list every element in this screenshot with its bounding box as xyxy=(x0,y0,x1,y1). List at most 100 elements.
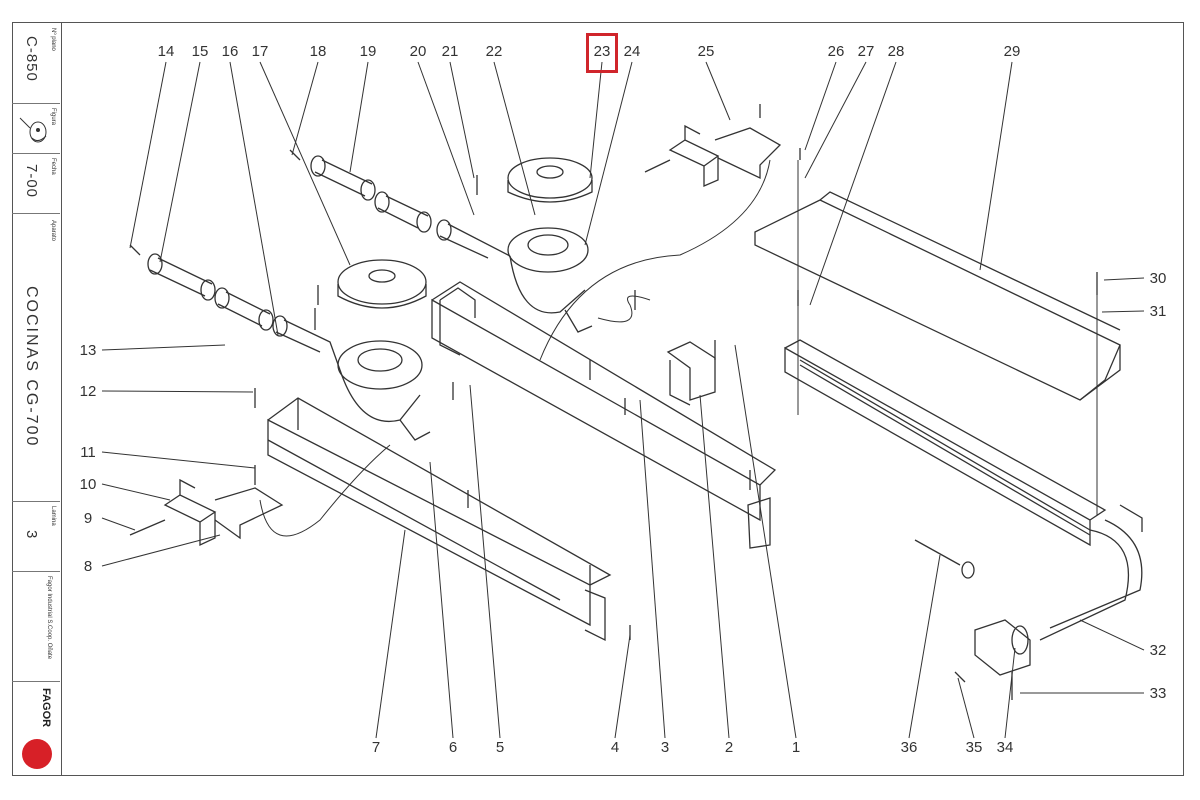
right-burner-rail xyxy=(431,281,777,522)
leader-11 xyxy=(101,451,256,469)
leader-lines xyxy=(101,61,1145,739)
leader-36 xyxy=(908,554,941,739)
callout-29: 29 xyxy=(1004,43,1021,60)
burner-sketch-icon xyxy=(19,117,47,143)
callout-6: 6 xyxy=(449,739,457,756)
callout-24: 24 xyxy=(624,43,641,60)
callout-10: 10 xyxy=(80,476,97,493)
leader-7 xyxy=(375,529,406,739)
leader-20 xyxy=(417,61,475,216)
side-panel xyxy=(754,191,1121,401)
left-gas-valve xyxy=(163,478,217,547)
callout-9: 9 xyxy=(84,510,92,527)
callout-21: 21 xyxy=(442,43,459,60)
callout-16: 16 xyxy=(222,43,239,60)
date-cell: Fecha 7-00 xyxy=(12,154,60,214)
figure-cell: Figura xyxy=(12,104,60,154)
callout-12: 12 xyxy=(80,383,97,400)
leader-2 xyxy=(699,394,730,739)
callout-13: 13 xyxy=(80,342,97,359)
product-cell: Aparato COCINAS CG-700 xyxy=(12,214,60,502)
leader-14 xyxy=(129,61,167,249)
front-burner-body xyxy=(337,340,423,390)
callout-28: 28 xyxy=(888,43,905,60)
callout-35: 35 xyxy=(966,739,983,756)
leader-28 xyxy=(809,61,897,306)
leader-18 xyxy=(291,61,319,156)
leader-22 xyxy=(493,61,536,216)
callout-25: 25 xyxy=(698,43,715,60)
leader-27 xyxy=(804,61,867,179)
leader-35 xyxy=(957,677,975,739)
leader-5 xyxy=(469,384,501,739)
callout-4: 4 xyxy=(611,739,619,756)
leader-34 xyxy=(1004,647,1016,739)
title-block: Nº plano C-850 Figura Fecha 7-00 Aparato… xyxy=(12,22,62,776)
callout-33: 33 xyxy=(1150,685,1167,702)
callout-23: 23 xyxy=(594,43,611,60)
leader-19 xyxy=(349,61,369,173)
leader-6 xyxy=(429,461,454,739)
leader-17 xyxy=(259,61,351,266)
callout-8: 8 xyxy=(84,558,92,575)
brand-logo-disc xyxy=(22,739,52,769)
leader-9 xyxy=(101,517,136,531)
callout-3: 3 xyxy=(661,739,669,756)
leader-31 xyxy=(1101,310,1145,313)
leader-21 xyxy=(449,61,475,179)
leader-13 xyxy=(101,344,226,351)
drawing-frame xyxy=(12,22,1184,776)
leader-30 xyxy=(1103,277,1145,281)
leader-1 xyxy=(734,344,797,739)
callout-11: 11 xyxy=(80,444,96,461)
parts-drawing xyxy=(129,104,1143,700)
highlight-box-part-23 xyxy=(586,33,618,73)
sheet-cell: Lamina 3 xyxy=(12,502,60,572)
left-burner-rail xyxy=(267,397,612,627)
leader-23 xyxy=(589,61,603,179)
callout-15: 15 xyxy=(192,43,209,60)
callout-26: 26 xyxy=(828,43,845,60)
leader-4 xyxy=(614,634,631,739)
right-gas-valve xyxy=(668,124,720,187)
lower-frame-rail xyxy=(784,339,1107,547)
front-venturi-tube xyxy=(149,257,213,297)
rear-venturi-tube xyxy=(314,159,373,197)
valve-bracket xyxy=(666,341,716,401)
leader-26 xyxy=(804,61,837,151)
leader-10 xyxy=(101,483,171,501)
rear-burner-body xyxy=(507,227,589,273)
callout-36: 36 xyxy=(901,739,918,756)
leader-25 xyxy=(705,61,731,121)
callout-34: 34 xyxy=(997,739,1014,756)
callout-30: 30 xyxy=(1150,270,1167,287)
callout-2: 2 xyxy=(725,739,733,756)
leader-12 xyxy=(101,390,254,393)
callout-27: 27 xyxy=(858,43,875,60)
callout-1: 1 xyxy=(792,739,800,756)
leader-32 xyxy=(1079,619,1145,651)
callout-7: 7 xyxy=(372,739,380,756)
callout-20: 20 xyxy=(410,43,427,60)
callout-5: 5 xyxy=(496,739,504,756)
company-cell: Fagor Industrial S.Coop. Oñate xyxy=(12,572,60,682)
leader-29 xyxy=(979,61,1013,271)
loose-pin xyxy=(914,539,961,566)
leader-16 xyxy=(229,61,279,336)
model-cell: Nº plano C-850 xyxy=(12,22,60,104)
leader-3 xyxy=(639,399,666,739)
right-rail-bracket xyxy=(747,497,771,549)
callout-14: 14 xyxy=(158,43,175,60)
gas-pipe xyxy=(1039,519,1143,641)
callout-18: 18 xyxy=(310,43,327,60)
callout-19: 19 xyxy=(360,43,377,60)
callout-17: 17 xyxy=(252,43,269,60)
callout-31: 31 xyxy=(1150,303,1167,320)
callout-22: 22 xyxy=(486,43,503,60)
rear-thermocouple-wire xyxy=(597,295,651,323)
left-rail-flange xyxy=(267,439,606,642)
front-thermocouple-wire xyxy=(259,444,391,537)
